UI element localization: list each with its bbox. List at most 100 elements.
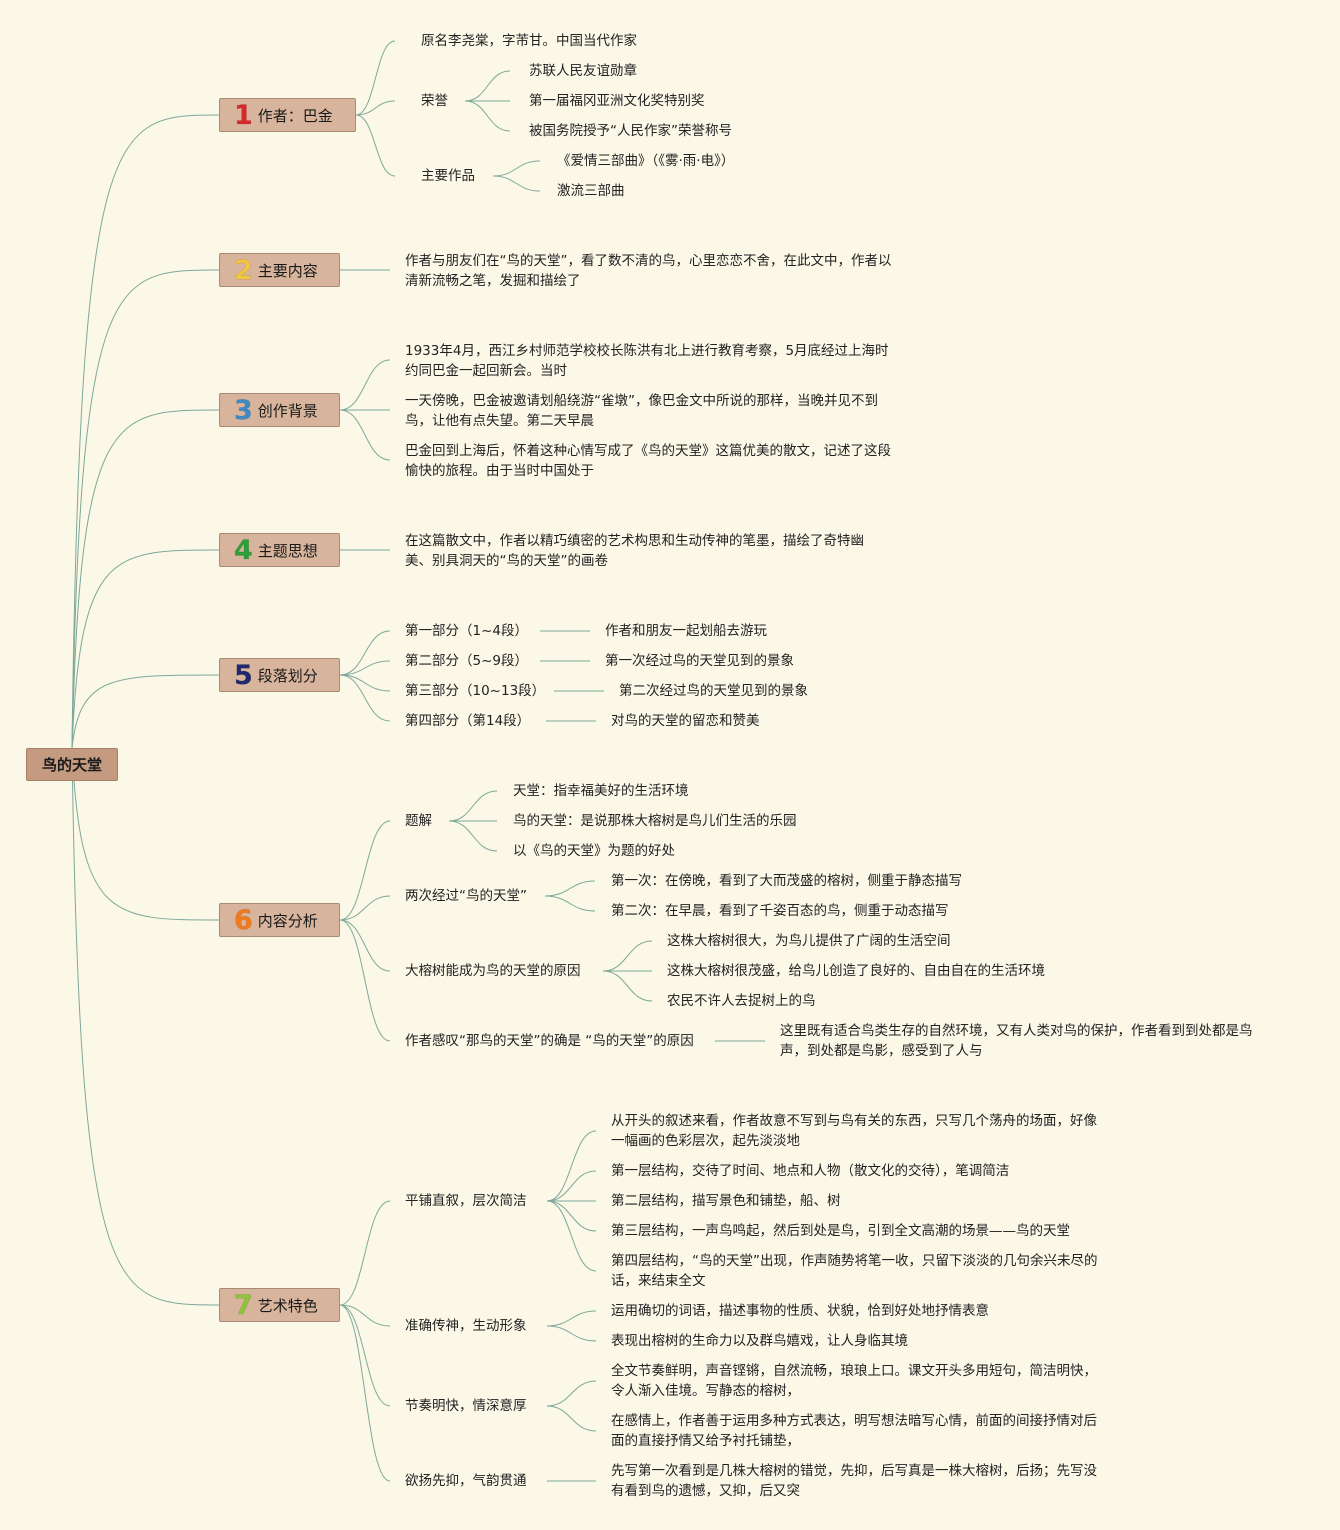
node-theme[interactable]: 在这篇散文中，作者以精巧缜密的艺术构思和生动传神的笔墨，描绘了奇特幽美、别具洞天… — [405, 533, 864, 569]
node-part-1-desc[interactable]: 作者和朋友一起划船去游玩 — [605, 623, 767, 639]
connector-line — [339, 1304, 391, 1407]
connector-line — [355, 40, 396, 116]
connector-line — [339, 1304, 391, 1482]
connector-line — [339, 630, 391, 676]
node-part-3[interactable]: 第三部分（10~13段） — [405, 683, 546, 699]
node-rhythm-2[interactable]: 在感情上，作者善于运用多种方式表达，明写想法暗写心情，前面的间接抒情对后面的直接… — [611, 1413, 1097, 1449]
root-connector-line — [71, 409, 220, 749]
node-honor-2[interactable]: 第一届福冈亚洲文化奖特别奖 — [529, 93, 705, 109]
node-part-4[interactable]: 第四部分（第14段） — [405, 713, 531, 729]
connector-line — [339, 919, 391, 1042]
node-part-4-desc[interactable]: 对鸟的天堂的留恋和赞美 — [611, 713, 760, 729]
node-vivid-2[interactable]: 表现出榕树的生命力以及群鸟嬉戏，让人身临其境 — [611, 1333, 908, 1349]
connector-line — [464, 70, 511, 102]
topic-label: 作者：巴金 — [257, 106, 333, 125]
number-3-icon: 3 — [234, 394, 253, 426]
topic-content-analysis[interactable]: 6 内容分析 — [219, 903, 340, 937]
root-topic[interactable]: 鸟的天堂 — [26, 748, 118, 781]
node-part-3-desc[interactable]: 第二次经过鸟的天堂见到的景象 — [619, 683, 808, 699]
connector-line — [339, 1200, 391, 1306]
topic-main-content[interactable]: 2 主要内容 — [219, 253, 340, 287]
connector-line — [602, 970, 653, 1002]
node-author-sigh[interactable]: 作者感叹“那鸟的天堂”的确是 “鸟的天堂”的原因 — [405, 1033, 694, 1049]
node-background-1[interactable]: 1933年4月，西江乡村师范学校校长陈洪有北上进行教育考察，5月底经过上海时约同… — [405, 343, 889, 379]
connector-line — [339, 674, 391, 722]
node-title-explain-1[interactable]: 天堂：指幸福美好的生活环境 — [513, 783, 689, 799]
node-reason-3[interactable]: 农民不许人去捉树上的鸟 — [667, 993, 816, 1009]
node-reason-2[interactable]: 这株大榕树很茂盛，给鸟儿创造了良好的、自由自在的生活环境 — [667, 963, 1045, 979]
connector-line — [355, 100, 396, 116]
connector-line — [602, 940, 653, 972]
connector-line — [339, 895, 391, 921]
number-2-icon: 2 — [234, 254, 253, 286]
connector-line — [448, 790, 498, 822]
node-rhythm-1[interactable]: 全文节奏鲜明，声音铿锵，自然流畅，琅琅上口。课文开头多用短句，简洁明快，令人渐入… — [611, 1363, 1097, 1399]
topic-label: 主要内容 — [257, 261, 318, 280]
node-part-2-desc[interactable]: 第一次经过鸟的天堂见到的景象 — [605, 653, 794, 669]
connector-line — [546, 1200, 597, 1272]
connector-line — [546, 1380, 597, 1407]
node-suppress-raise[interactable]: 欲扬先抑，气韵贯通 — [405, 1473, 527, 1489]
node-plain-5[interactable]: 第四层结构，“鸟的天堂”出现，作声随势将笔一收，只留下淡淡的几句余兴未尽的话，来… — [611, 1253, 1098, 1289]
topic-paragraphs[interactable]: 5 段落划分 — [219, 658, 340, 692]
number-1-icon: 1 — [234, 99, 253, 131]
root-connector-line — [71, 269, 220, 749]
connector-line — [492, 160, 541, 177]
node-honor-3[interactable]: 被国务院授予“人民作家”荣誉称号 — [529, 123, 732, 139]
node-title-explain[interactable]: 题解 — [405, 813, 432, 829]
connector-line — [339, 674, 391, 692]
connector-line — [339, 1304, 391, 1327]
node-vivid-1[interactable]: 运用确切的词语，描述事物的性质、状貌，恰到好处地抒情表意 — [611, 1303, 989, 1319]
root-connector-line — [71, 114, 220, 749]
node-background-3[interactable]: 巴金回到上海后，怀着这种心情写成了《鸟的天堂》这篇优美的散文，记述了这段愉快的旅… — [405, 443, 891, 479]
connector-line — [544, 895, 596, 912]
node-two-visits[interactable]: 两次经过“鸟的天堂” — [405, 888, 527, 904]
topic-theme[interactable]: 4 主题思想 — [219, 533, 340, 567]
node-plain-1[interactable]: 从开头的叙述来看，作者故意不写到与鸟有关的东西，只写几个荡舟的场面，好像一幅画的… — [611, 1113, 1097, 1149]
connector-line — [339, 820, 391, 921]
topic-art-features[interactable]: 7 艺术特色 — [219, 1288, 340, 1322]
node-reason-1[interactable]: 这株大榕树很大，为鸟儿提供了广阔的生活空间 — [667, 933, 951, 949]
node-honors[interactable]: 荣誉 — [421, 93, 448, 109]
node-vivid[interactable]: 准确传神，生动形象 — [405, 1318, 527, 1334]
connector-line — [546, 1130, 597, 1202]
node-plain-narration[interactable]: 平铺直叙，层次简洁 — [405, 1193, 527, 1209]
node-author-sigh-detail[interactable]: 这里既有适合鸟类生存的自然环境，又有人类对鸟的保护，作者看到到处都是鸟声，到处都… — [780, 1023, 1253, 1059]
node-part-2[interactable]: 第二部分（5~9段） — [405, 653, 528, 669]
node-plain-3[interactable]: 第二层结构，描写景色和铺垫，船、树 — [611, 1193, 841, 1209]
topic-label: 创作背景 — [257, 401, 318, 420]
connector-line — [546, 1405, 597, 1432]
node-honor-1[interactable]: 苏联人民友谊勋章 — [529, 63, 637, 79]
node-second-visit[interactable]: 第二次：在早晨，看到了千姿百态的鸟，侧重于动态描写 — [611, 903, 949, 919]
topic-label: 艺术特色 — [257, 1296, 318, 1315]
number-6-icon: 6 — [234, 904, 253, 936]
connector-line — [546, 1325, 597, 1342]
node-plain-4[interactable]: 第三层结构，一声鸟鸣起，然后到处是鸟，引到全文高潮的场景——鸟的天堂 — [611, 1223, 1070, 1239]
node-suppress-raise-1[interactable]: 先写第一次看到是几株大榕树的错觉，先抑，后写真是一株大榕树，后扬；先写没有看到鸟… — [611, 1463, 1097, 1499]
number-7-icon: 7 — [234, 1289, 253, 1321]
node-title-explain-3[interactable]: 以《鸟的天堂》为题的好处 — [513, 843, 675, 859]
connector-line — [448, 820, 498, 852]
root-connector-line — [71, 747, 220, 921]
connector-line — [339, 919, 391, 972]
topic-author[interactable]: 1 作者：巴金 — [219, 98, 356, 132]
node-first-visit[interactable]: 第一次：在傍晚，看到了大而茂盛的榕树，侧重于静态描写 — [611, 873, 962, 889]
connector-line — [339, 660, 391, 676]
node-main-content[interactable]: 作者与朋友们在“鸟的天堂”，看了数不清的鸟，心里恋恋不舍，在此文中，作者以清新流… — [405, 253, 892, 289]
node-part-1[interactable]: 第一部分（1~4段） — [405, 623, 528, 639]
node-works[interactable]: 主要作品 — [421, 168, 475, 184]
topic-background[interactable]: 3 创作背景 — [219, 393, 340, 427]
node-author-intro[interactable]: 原名李尧棠，字芾甘。中国当代作家 — [421, 33, 637, 49]
node-plain-2[interactable]: 第一层结构，交待了时间、地点和人物（散文化的交待），笔调简洁 — [611, 1163, 1010, 1179]
root-connector-line — [71, 674, 220, 749]
node-work-1[interactable]: 《爱情三部曲》（《雾·雨·电》） — [557, 153, 735, 169]
node-reasons[interactable]: 大榕树能成为鸟的天堂的原因 — [405, 963, 581, 979]
node-background-2[interactable]: 一天傍晚，巴金被邀请划船绕游“雀墩”，像巴金文中所说的那样，当晚并见不到鸟，让他… — [405, 393, 878, 429]
number-4-icon: 4 — [234, 534, 253, 566]
root-connector-line — [71, 549, 220, 749]
node-rhythm[interactable]: 节奏明快，情深意厚 — [405, 1398, 527, 1414]
node-title-explain-2[interactable]: 鸟的天堂：是说那株大榕树是鸟儿们生活的乐园 — [513, 813, 797, 829]
topic-label: 主题思想 — [257, 541, 318, 560]
node-work-2[interactable]: 激流三部曲 — [557, 183, 625, 199]
